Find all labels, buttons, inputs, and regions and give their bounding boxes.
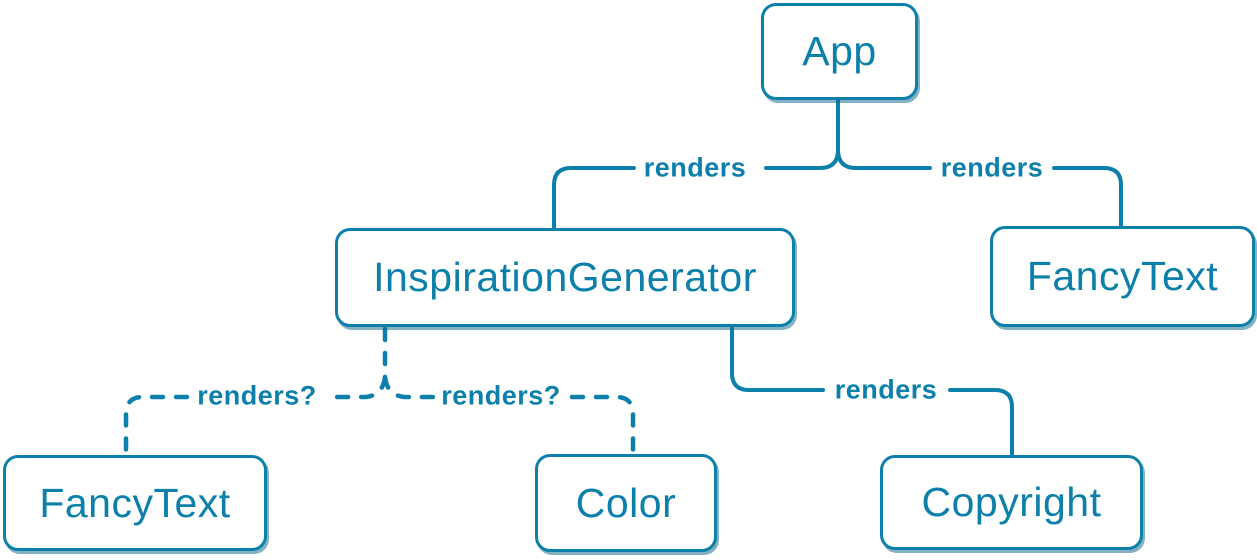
edge-label-renders-app-fancytext: renders (940, 152, 1044, 183)
edge-app-to-fancytext (836, 148, 932, 170)
edge-label-renders-app-inspirationgenerator: renders (643, 152, 747, 183)
node-fancy-text-right: FancyText (990, 226, 1255, 327)
edge-inspirationgenerator-to-color-dashed-tail (569, 394, 636, 456)
node-copyright: Copyright (880, 455, 1143, 550)
node-color: Color (535, 454, 717, 552)
edge-inspirationgenerator-to-fancytext-dashed-tail (123, 394, 190, 457)
edge-inspirationgenerator-to-color-dashed (382, 374, 437, 400)
edge-label-renders-inspirationgenerator-fancytext: renders? (197, 380, 317, 411)
edge-label-renders-inspirationgenerator-color: renders? (441, 380, 561, 411)
node-inspiration-generator: InspirationGenerator (335, 228, 795, 327)
edge-inspirationgenerator-to-copyright-tail (948, 388, 1014, 456)
edge-app-to-inspirationgenerator (764, 98, 840, 170)
edge-app-to-fancytext-tail (1052, 166, 1123, 228)
node-app: App (761, 3, 918, 100)
edge-app-to-inspirationgenerator-tail (552, 166, 636, 229)
edge-inspirationgenerator-to-copyright (730, 326, 825, 392)
edge-label-renders-inspirationgenerator-copyright: renders (834, 374, 938, 405)
edge-inspirationgenerator-to-fancytext-dashed (327, 374, 388, 400)
node-fancy-text-left: FancyText (3, 455, 267, 551)
